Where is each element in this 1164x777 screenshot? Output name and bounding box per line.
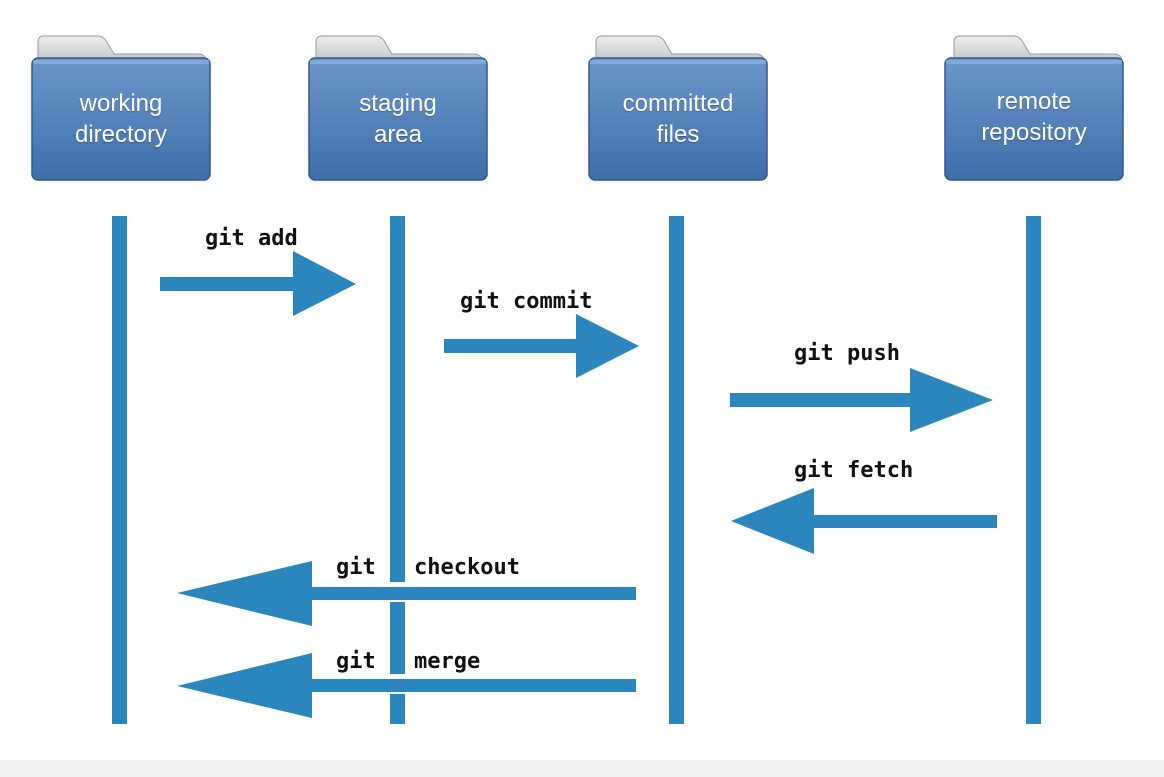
arrow-git-push xyxy=(730,368,993,432)
folder-label-line1: committed xyxy=(622,90,734,117)
arrow-git-add xyxy=(160,251,356,316)
folder-label-line1: staging xyxy=(359,90,437,117)
command-label-git-merge-prefix: git xyxy=(336,649,376,674)
folder-label-line2: repository xyxy=(981,119,1087,146)
folder-icon-staging-area xyxy=(308,35,488,181)
folder-icon-committed-files xyxy=(588,35,768,181)
folder-label-line2: directory xyxy=(74,121,168,148)
folder-label-committed-files: committed files xyxy=(588,88,768,150)
lifeline-staging-area-upper xyxy=(390,216,405,582)
folder-label-line1: remote xyxy=(996,88,1072,115)
lifeline-working-directory xyxy=(112,216,127,724)
folder-icon-working-directory xyxy=(31,35,211,181)
folder-label-remote-repository: remote repository xyxy=(944,86,1124,148)
arrow-git-checkout xyxy=(177,561,636,626)
command-label-git-commit: git commit xyxy=(460,289,593,314)
arrow-git-merge xyxy=(177,653,636,718)
lifeline-staging-area-lower xyxy=(390,694,405,724)
folder-label-line2: files xyxy=(656,121,700,148)
folder-label-staging-area: staging area xyxy=(308,88,488,150)
command-label-git-add: git add xyxy=(205,226,298,251)
command-label-git-checkout: checkout xyxy=(414,555,520,580)
folder-label-line1: working xyxy=(79,90,163,117)
folder-label-line2: area xyxy=(373,121,423,148)
arrow-git-fetch xyxy=(731,488,997,554)
folder-icon-remote-repository xyxy=(944,35,1124,181)
lifeline-staging-area-middle xyxy=(390,602,405,674)
command-label-git-merge: merge xyxy=(414,649,481,674)
command-label-git-checkout-prefix: git xyxy=(336,555,376,580)
command-label-git-fetch: git fetch xyxy=(794,458,914,483)
bottom-strip xyxy=(0,760,1164,777)
command-label-git-push: git push xyxy=(794,341,900,366)
lifeline-remote-repository xyxy=(1026,216,1041,724)
folder-label-working-directory: working directory xyxy=(31,88,211,150)
lifeline-committed-files xyxy=(669,216,684,724)
arrow-git-commit xyxy=(444,314,639,378)
